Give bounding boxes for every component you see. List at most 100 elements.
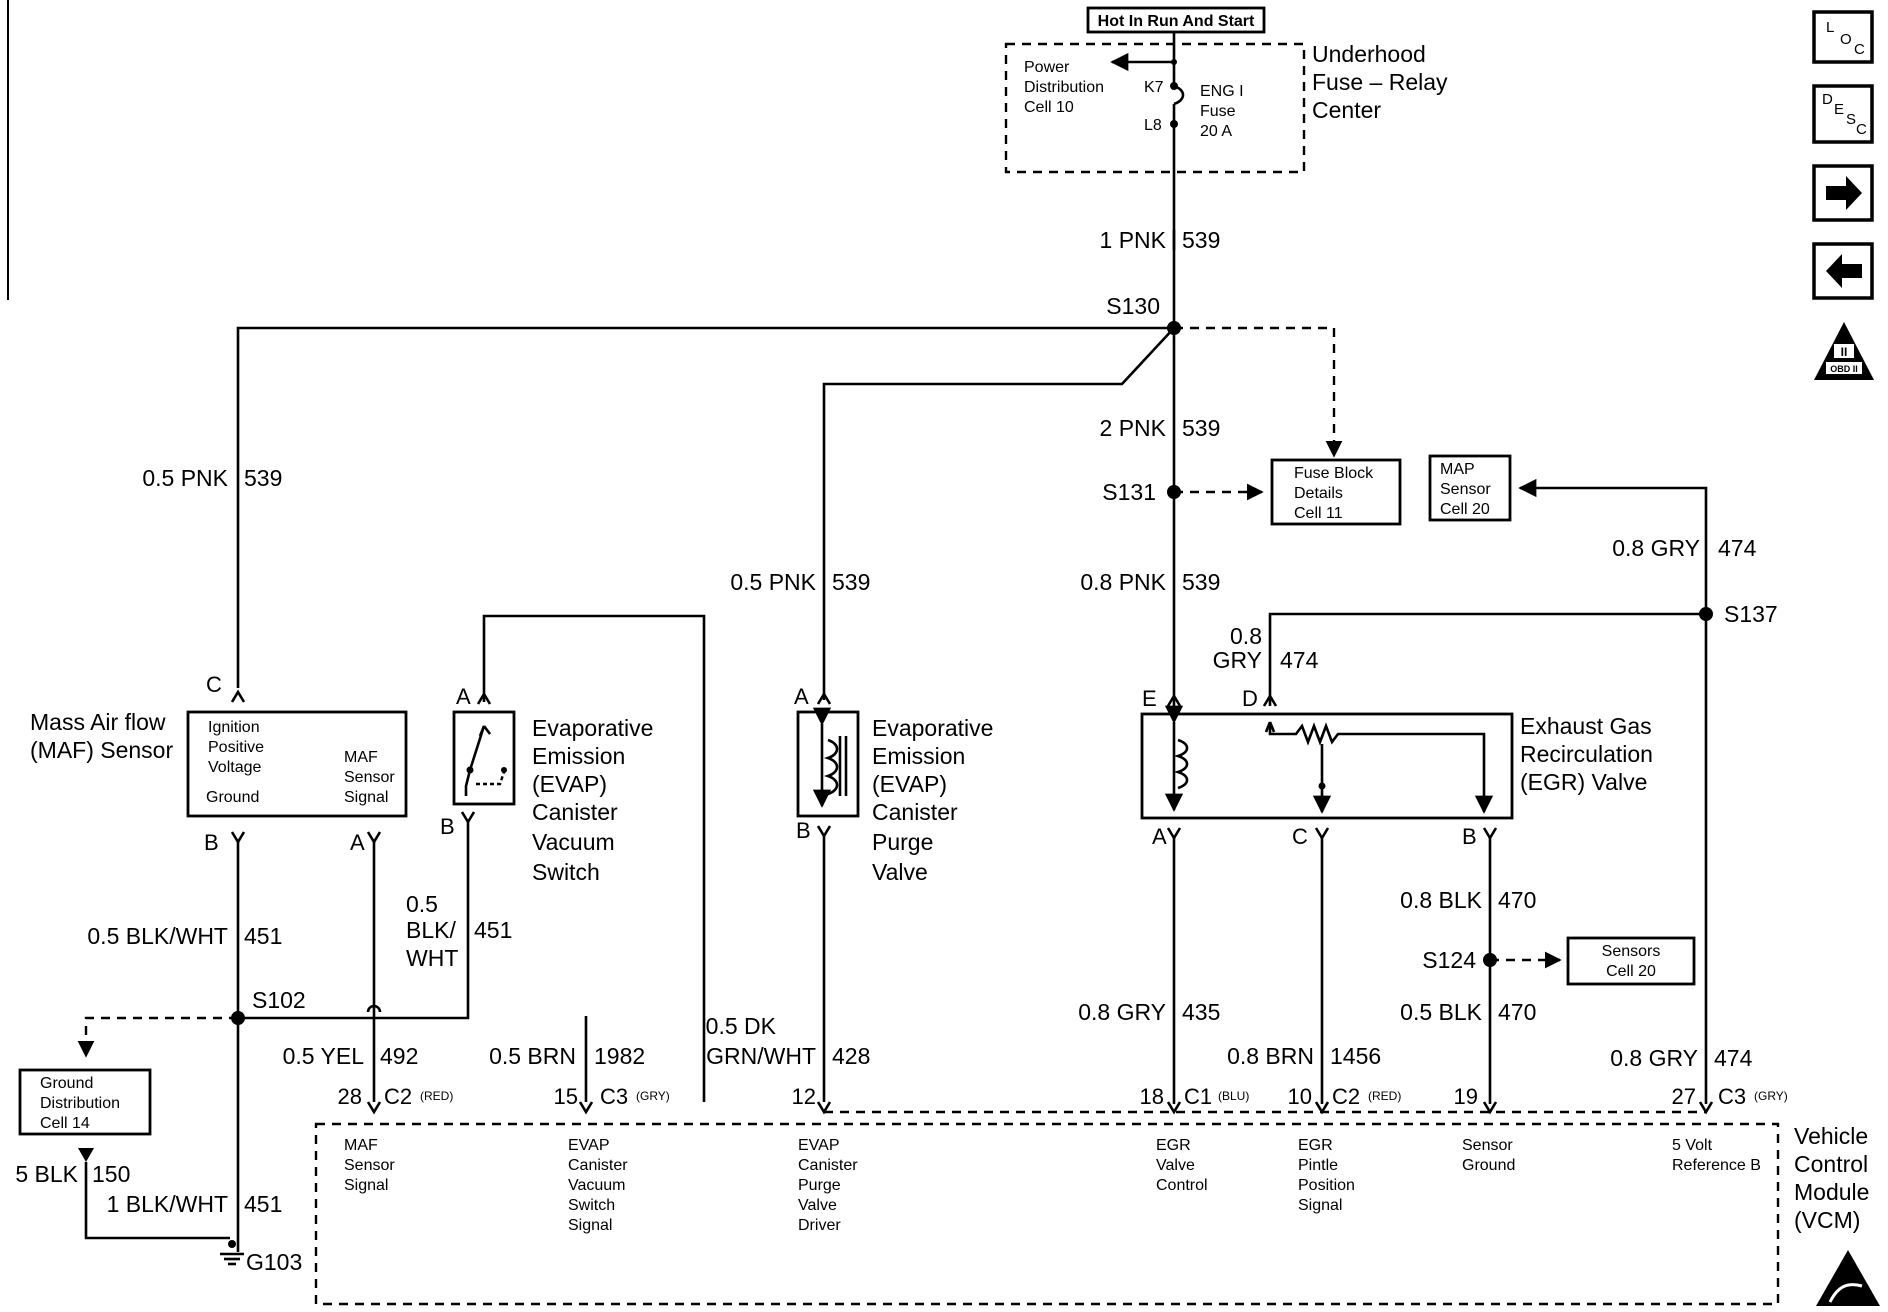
desc-icon-c: C xyxy=(1856,121,1867,138)
fuse-block-line-2: Details xyxy=(1294,485,1343,502)
wire-purge-pwr-gauge: 0.5 PNK xyxy=(730,569,816,595)
wire-pintle-gauge: 0.8 BRN xyxy=(1227,1043,1314,1069)
s130-label: S130 xyxy=(1106,293,1160,319)
vcm-pin-28-desc-2: Sensor xyxy=(344,1157,395,1174)
wire-1blkwht-gauge: 1 BLK/WHT xyxy=(107,1191,228,1217)
wire-pintle-circuit: 1456 xyxy=(1330,1043,1381,1069)
vcm-title-3: Module xyxy=(1794,1179,1869,1205)
wire-maf-gnd-circuit: 451 xyxy=(244,923,282,949)
fuse-block-line-1: Fuse Block xyxy=(1294,465,1374,482)
vcm-pin-27-num: 27 xyxy=(1672,1084,1696,1109)
purge-valve-box xyxy=(796,710,860,818)
wire-sw-gnd-circuit: 451 xyxy=(474,917,512,943)
purge-name-5: Purge xyxy=(872,829,933,855)
wire-blk470-gauge-a: 0.8 BLK xyxy=(1400,887,1482,913)
map-line-1: MAP xyxy=(1440,461,1475,478)
obd-ii-icon[interactable]: II OBD II xyxy=(1814,322,1874,380)
vcm-pin-19-desc-2: Ground xyxy=(1462,1157,1515,1174)
egr-pin-b: B xyxy=(1462,824,1477,849)
maf-inner-r2: Sensor xyxy=(344,769,395,786)
vac-switch-name-1: Evaporative xyxy=(532,715,653,741)
wire-maf-pwr-circuit: 539 xyxy=(244,465,282,491)
wire-egr-ctl-circuit: 435 xyxy=(1182,999,1220,1025)
vcm-pin-18-desc-1: EGR xyxy=(1156,1137,1191,1154)
wire-sw-gnd-2: BLK/ xyxy=(406,917,456,943)
wire-1blkwht-circuit: 451 xyxy=(244,1191,282,1217)
vcm-pin-28-desc-1: MAF xyxy=(344,1137,378,1154)
wire-sw-sig-gauge: 0.5 BRN xyxy=(489,1043,576,1069)
wire-maf-sig-gauge: 0.5 YEL xyxy=(283,1043,365,1069)
vcm-pin-12-desc-3: Purge xyxy=(798,1177,841,1194)
desc-icon-s: S xyxy=(1846,111,1856,128)
nav-prev-button[interactable] xyxy=(1812,242,1874,300)
vcm-pin-19-desc-1: Sensor xyxy=(1462,1137,1513,1154)
egr-pin-a: A xyxy=(1152,824,1167,849)
vcm-pin-10-desc-3: Position xyxy=(1298,1177,1355,1194)
sensors-ref-2: Cell 20 xyxy=(1606,963,1656,980)
vcm-title-2: Control xyxy=(1794,1151,1868,1177)
loc-icon-l: L xyxy=(1826,19,1834,36)
vcm-pin-18-desc-2: Valve xyxy=(1156,1157,1195,1174)
fuse-line-3: 20 A xyxy=(1200,123,1232,140)
vcm-title-4: (VCM) xyxy=(1794,1207,1860,1233)
maf-inner-r3: Signal xyxy=(344,789,388,806)
map-sensor-ref: MAP Sensor Cell 20 0.8 GRY 474 xyxy=(1428,454,1757,614)
egr-name-2: Recirculation xyxy=(1520,741,1653,767)
ground-dist-2: Distribution xyxy=(40,1095,120,1112)
vac-switch-pin-a: A xyxy=(456,684,471,709)
vac-switch-name-6: Switch xyxy=(532,859,600,885)
wire-blk470-circuit-a: 470 xyxy=(1498,887,1536,913)
map-line-2: Sensor xyxy=(1440,481,1491,498)
nav-desc-button[interactable]: D E S C xyxy=(1812,84,1874,144)
vcm-pin-15-desc-2: Canister xyxy=(568,1157,628,1174)
vac-switch-signal-wire: 0.5 BRN 1982 xyxy=(489,1043,645,1069)
wire-sw-sig-circuit: 1982 xyxy=(594,1043,645,1069)
s131-label: S131 xyxy=(1102,479,1156,505)
vcm-pin-18-color: (BLU) xyxy=(1218,1089,1249,1103)
wire-egr-pwr-circuit: 539 xyxy=(1182,569,1220,595)
vcm-pin-27-desc-1: 5 Volt xyxy=(1672,1137,1713,1154)
vcm-pin-12-desc-5: Driver xyxy=(798,1217,841,1234)
wire-5blk-circuit: 150 xyxy=(92,1161,130,1187)
egr-valve: E D Exhaust Gas Recirculation (EGR) Valv… xyxy=(1078,686,1753,1104)
purge-pin-b: B xyxy=(796,818,811,843)
egr-pin-e: E xyxy=(1142,686,1157,711)
nav-next-button[interactable] xyxy=(1812,164,1874,222)
wire-2pnk-circuit: 539 xyxy=(1182,415,1220,441)
purge-name-3: (EVAP) xyxy=(872,771,947,797)
loc-icon-c: C xyxy=(1854,41,1865,58)
wire-ref474-circuit: 474 xyxy=(1714,1045,1753,1071)
vcm-pin-12-desc-4: Valve xyxy=(798,1197,837,1214)
maf-name-2: (MAF) Sensor xyxy=(30,737,173,763)
loc-icon-o: O xyxy=(1840,31,1852,48)
nav-loc-button[interactable]: L O C xyxy=(1812,10,1874,64)
vcm-pin-15-num: 15 xyxy=(554,1084,578,1109)
wire-blk470-circuit-b: 470 xyxy=(1498,999,1536,1025)
wire-egr-d-circuit: 474 xyxy=(1280,647,1319,673)
arrow-left-icon xyxy=(1826,254,1862,288)
wire-purge-drv-circuit: 428 xyxy=(832,1043,870,1069)
vcm-pin-28-num: 28 xyxy=(338,1084,362,1109)
maf-pin-b: B xyxy=(204,830,219,855)
evap-purge-valve: 0.5 PNK 539 A Evaporative Emission (EVAP… xyxy=(706,569,993,1102)
wire-1pnk-circuit: 539 xyxy=(1182,227,1220,253)
fuse-block-ref: Fuse Block Details Cell 11 xyxy=(1270,458,1402,526)
evap-vacuum-switch: A Evaporative Emission (EVAP) Canister V… xyxy=(238,614,706,1102)
vcm-pin-27-color: (GRY) xyxy=(1754,1089,1788,1103)
s137-branch: S137 0.8 GRY 474 xyxy=(1213,601,1778,1104)
vcm-pin-10-conn: C2 xyxy=(1332,1084,1360,1109)
vcm-pin-15-desc-1: EVAP xyxy=(568,1137,610,1154)
vcm-pin-12-desc-2: Canister xyxy=(798,1157,858,1174)
vcm-pin-27-conn: C3 xyxy=(1718,1084,1746,1109)
hot-in-run-label-box xyxy=(1086,6,1266,34)
wire-egr-d-gauge-1: 0.8 xyxy=(1230,623,1262,649)
fuse-block-line-3: Cell 11 xyxy=(1294,505,1343,522)
ground-distribution: Ground Distribution Cell 14 5 BLK 150 1 … xyxy=(15,1016,302,1275)
vcm-pin-19-num: 19 xyxy=(1454,1084,1478,1109)
vcm-pin-18-conn: C1 xyxy=(1184,1084,1212,1109)
purge-pin-a: A xyxy=(794,684,809,709)
vac-switch-name-2: Emission xyxy=(532,743,625,769)
wire-egr-ctl-gauge: 0.8 GRY xyxy=(1078,999,1166,1025)
fuse-center-title-3: Center xyxy=(1312,97,1381,123)
vehicle-control-module: Vehicle Control Module (VCM) 28 C2 (RED)… xyxy=(314,1084,1869,1306)
